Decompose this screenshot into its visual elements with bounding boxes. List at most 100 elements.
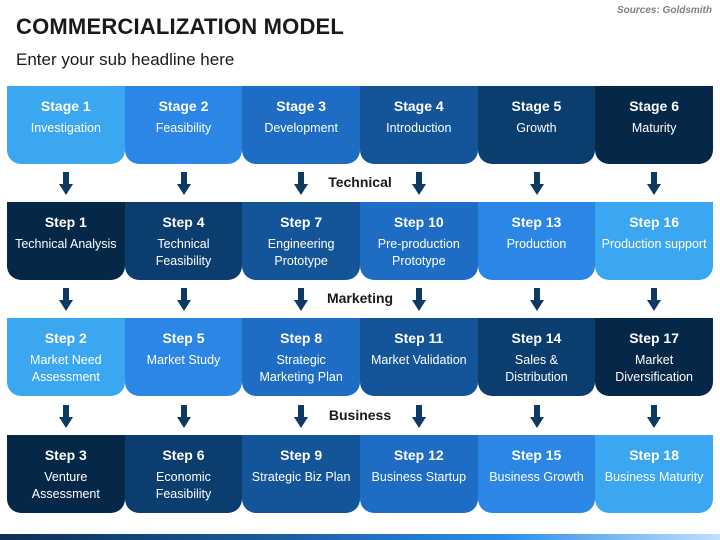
down-arrow-icon xyxy=(58,172,73,196)
card-description: Business Startup xyxy=(371,470,467,484)
step-card-2: Step 5 Market Study xyxy=(124,318,243,396)
card-title: Step 5 xyxy=(162,330,205,346)
step-card-1: Step 2 Market Need Assessment xyxy=(7,318,125,396)
card-title: Step 3 xyxy=(44,447,87,463)
step-card-5: Step 13 Production xyxy=(477,202,596,280)
card-title: Stage 4 xyxy=(393,98,444,114)
step-card-1: Step 1 Technical Analysis xyxy=(7,202,125,280)
down-arrow-icon xyxy=(529,288,544,312)
card-description: Market Need Assessment xyxy=(30,353,102,384)
step-card-4: Step 11 Market Validation xyxy=(359,318,478,396)
card-title: Step 14 xyxy=(511,330,562,346)
card-title: Step 11 xyxy=(394,330,444,346)
down-arrow-icon xyxy=(58,288,73,312)
down-arrow-icon xyxy=(176,405,191,429)
card-title: Stage 1 xyxy=(40,98,91,114)
stage-card-6: Stage 6 Maturity xyxy=(595,86,713,164)
card-title: Step 13 xyxy=(511,214,562,230)
card-title: Step 12 xyxy=(393,447,444,463)
step-card-3: Step 9 Strategic Biz Plan xyxy=(242,435,360,513)
card-description: Sales & Distribution xyxy=(505,353,568,384)
step-card-1: Step 3 Venture Assessment xyxy=(7,435,125,513)
card-description: Technical Analysis xyxy=(15,237,117,251)
card-title: Stage 2 xyxy=(158,98,209,114)
card-description: Introduction xyxy=(386,121,452,135)
step-card-6: Step 18 Business Maturity xyxy=(595,435,713,513)
page-title: COMMERCIALIZATION MODEL xyxy=(16,14,345,39)
down-arrow-icon xyxy=(294,172,309,196)
card-title: Step 17 xyxy=(629,330,680,346)
card-title: Step 2 xyxy=(44,330,87,346)
card-description: Development xyxy=(264,121,338,135)
down-arrow-icon xyxy=(176,288,191,312)
down-arrow-icon xyxy=(647,288,662,312)
card-description: Technical Feasibility xyxy=(155,237,212,268)
card-description: Market Diversification xyxy=(615,353,694,384)
category-label: Technical xyxy=(328,174,392,190)
step-card-4: Step 12 Business Startup xyxy=(359,435,478,513)
card-title: Step 16 xyxy=(629,214,680,230)
card-description: Engineering Prototype xyxy=(267,237,335,268)
step-card-6: Step 16 Production support xyxy=(595,202,713,280)
stage-card-3: Stage 3 Development xyxy=(242,86,360,164)
step-row: Step 2 Market Need Assessment Step 5 Market… xyxy=(7,318,713,396)
card-description: Market Validation xyxy=(370,353,467,367)
card-description: Venture Assessment xyxy=(31,470,100,501)
card-title: Step 4 xyxy=(162,214,205,230)
stage-card-5: Stage 5 Growth xyxy=(477,86,596,164)
card-description: Market Study xyxy=(146,353,221,367)
card-title: Step 6 xyxy=(162,447,205,463)
card-description: Maturity xyxy=(631,121,677,135)
card-title: Stage 5 xyxy=(511,98,562,114)
stage-card-4: Stage 4 Introduction xyxy=(359,86,478,164)
card-title: Step 9 xyxy=(280,447,323,463)
card-description: Strategic Biz Plan xyxy=(251,470,351,484)
step-card-2: Step 4 Technical Feasibility xyxy=(124,202,243,280)
down-arrow-icon xyxy=(294,288,309,312)
step-card-4: Step 10 Pre-production Prototype xyxy=(359,202,478,280)
card-description: Feasibility xyxy=(155,121,212,135)
step-card-5: Step 15 Business Growth xyxy=(477,435,596,513)
arrow-row: Business xyxy=(7,405,713,429)
down-arrow-icon xyxy=(294,405,309,429)
card-title: Stage 6 xyxy=(629,98,680,114)
down-arrow-icon xyxy=(529,172,544,196)
card-title: Step 10 xyxy=(393,214,444,230)
card-description: Business Maturity xyxy=(604,470,704,484)
card-title: Step 18 xyxy=(629,447,680,463)
card-title: Step 15 xyxy=(511,447,562,463)
down-arrow-icon xyxy=(58,405,73,429)
stage-card-1: Stage 1 Investigation xyxy=(7,86,125,164)
card-description: Growth xyxy=(516,121,557,135)
arrow-row: Technical xyxy=(7,172,713,196)
down-arrow-icon xyxy=(411,172,426,196)
down-arrow-icon xyxy=(647,405,662,429)
footer-bar xyxy=(0,534,720,540)
card-description: Production support xyxy=(601,237,707,251)
step-card-6: Step 17 Market Diversification xyxy=(595,318,713,396)
down-arrow-icon xyxy=(411,405,426,429)
card-title: Step 1 xyxy=(44,214,87,230)
arrow-row: Marketing xyxy=(7,288,713,312)
card-description: Production xyxy=(506,237,567,251)
category-label: Business xyxy=(328,407,392,423)
down-arrow-icon xyxy=(411,288,426,312)
card-description: Investigation xyxy=(30,121,101,135)
step-card-3: Step 8 Strategic Marketing Plan xyxy=(242,318,360,396)
card-description: Business Growth xyxy=(489,470,584,484)
step-card-5: Step 14 Sales & Distribution xyxy=(477,318,596,396)
stage-card-2: Stage 2 Feasibility xyxy=(124,86,243,164)
card-description: Strategic Marketing Plan xyxy=(259,353,343,384)
page-subtitle: Enter your sub headline here xyxy=(16,50,235,69)
step-card-3: Step 7 Engineering Prototype xyxy=(242,202,360,280)
category-label: Marketing xyxy=(326,290,394,306)
down-arrow-icon xyxy=(529,405,544,429)
source-note: Sources: Goldsmith xyxy=(616,5,712,16)
card-title: Stage 3 xyxy=(276,98,327,114)
card-description: Pre-production Prototype xyxy=(377,237,460,268)
card-title: Step 7 xyxy=(280,214,323,230)
card-title: Step 8 xyxy=(280,330,323,346)
